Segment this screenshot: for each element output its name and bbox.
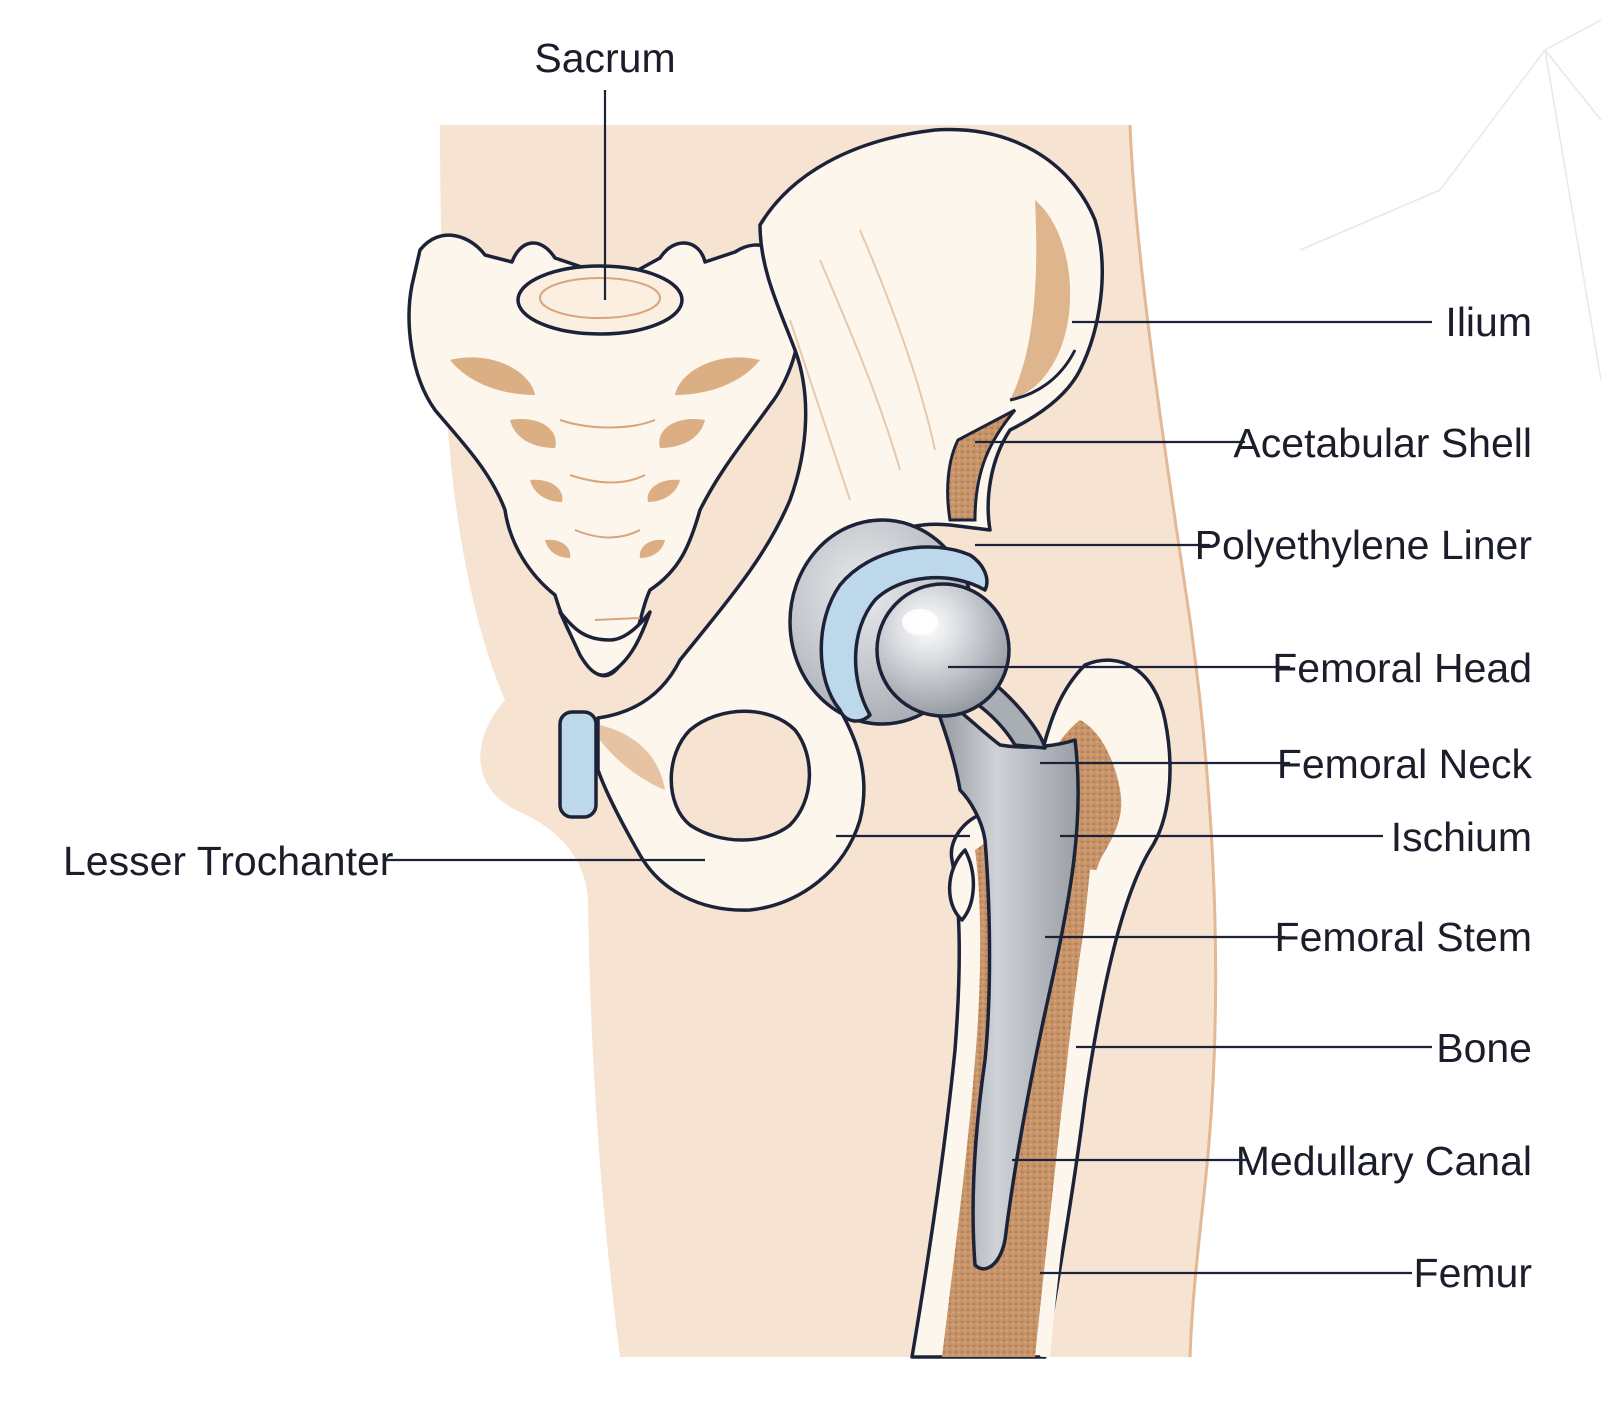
decorative-lines [1299,19,1601,381]
pelvis-bone [596,127,1104,912]
label-acetabular-shell: Acetabular Shell [1233,420,1532,466]
label-femoral-neck: Femoral Neck [1277,741,1533,787]
femoral-head [875,582,1011,718]
label-ilium: Ilium [1445,299,1532,345]
sacrum-bone [407,233,803,678]
acetabular-bone-cut [946,408,1017,522]
sacrum-top-surface [516,264,684,336]
leader-lines [386,90,1432,1275]
obturator-foramen [669,709,812,842]
sacrum-top-surface-inner [539,277,661,319]
label-femoral-stem: Femoral Stem [1275,914,1532,960]
label-sacrum: Sacrum [534,35,675,81]
femoral-stem [928,688,1080,1271]
label-lesser-trochanter: Lesser Trochanter [63,838,393,884]
femoral-head-highlight [902,609,938,635]
polyethylene-liner [819,545,989,723]
label-ischium: Ischium [1391,814,1532,860]
labels: Sacrum Ilium Acetabular Shell Polyethyle… [63,35,1532,1296]
pubic-cartilage [558,710,598,819]
label-femur: Femur [1414,1250,1532,1296]
label-femoral-head: Femoral Head [1272,645,1532,691]
label-polyethylene-liner: Polyethylene Liner [1195,522,1532,568]
label-bone: Bone [1436,1025,1532,1071]
label-medullary-canal: Medullary Canal [1236,1138,1532,1184]
skin-edge-right [1128,124,1218,1358]
